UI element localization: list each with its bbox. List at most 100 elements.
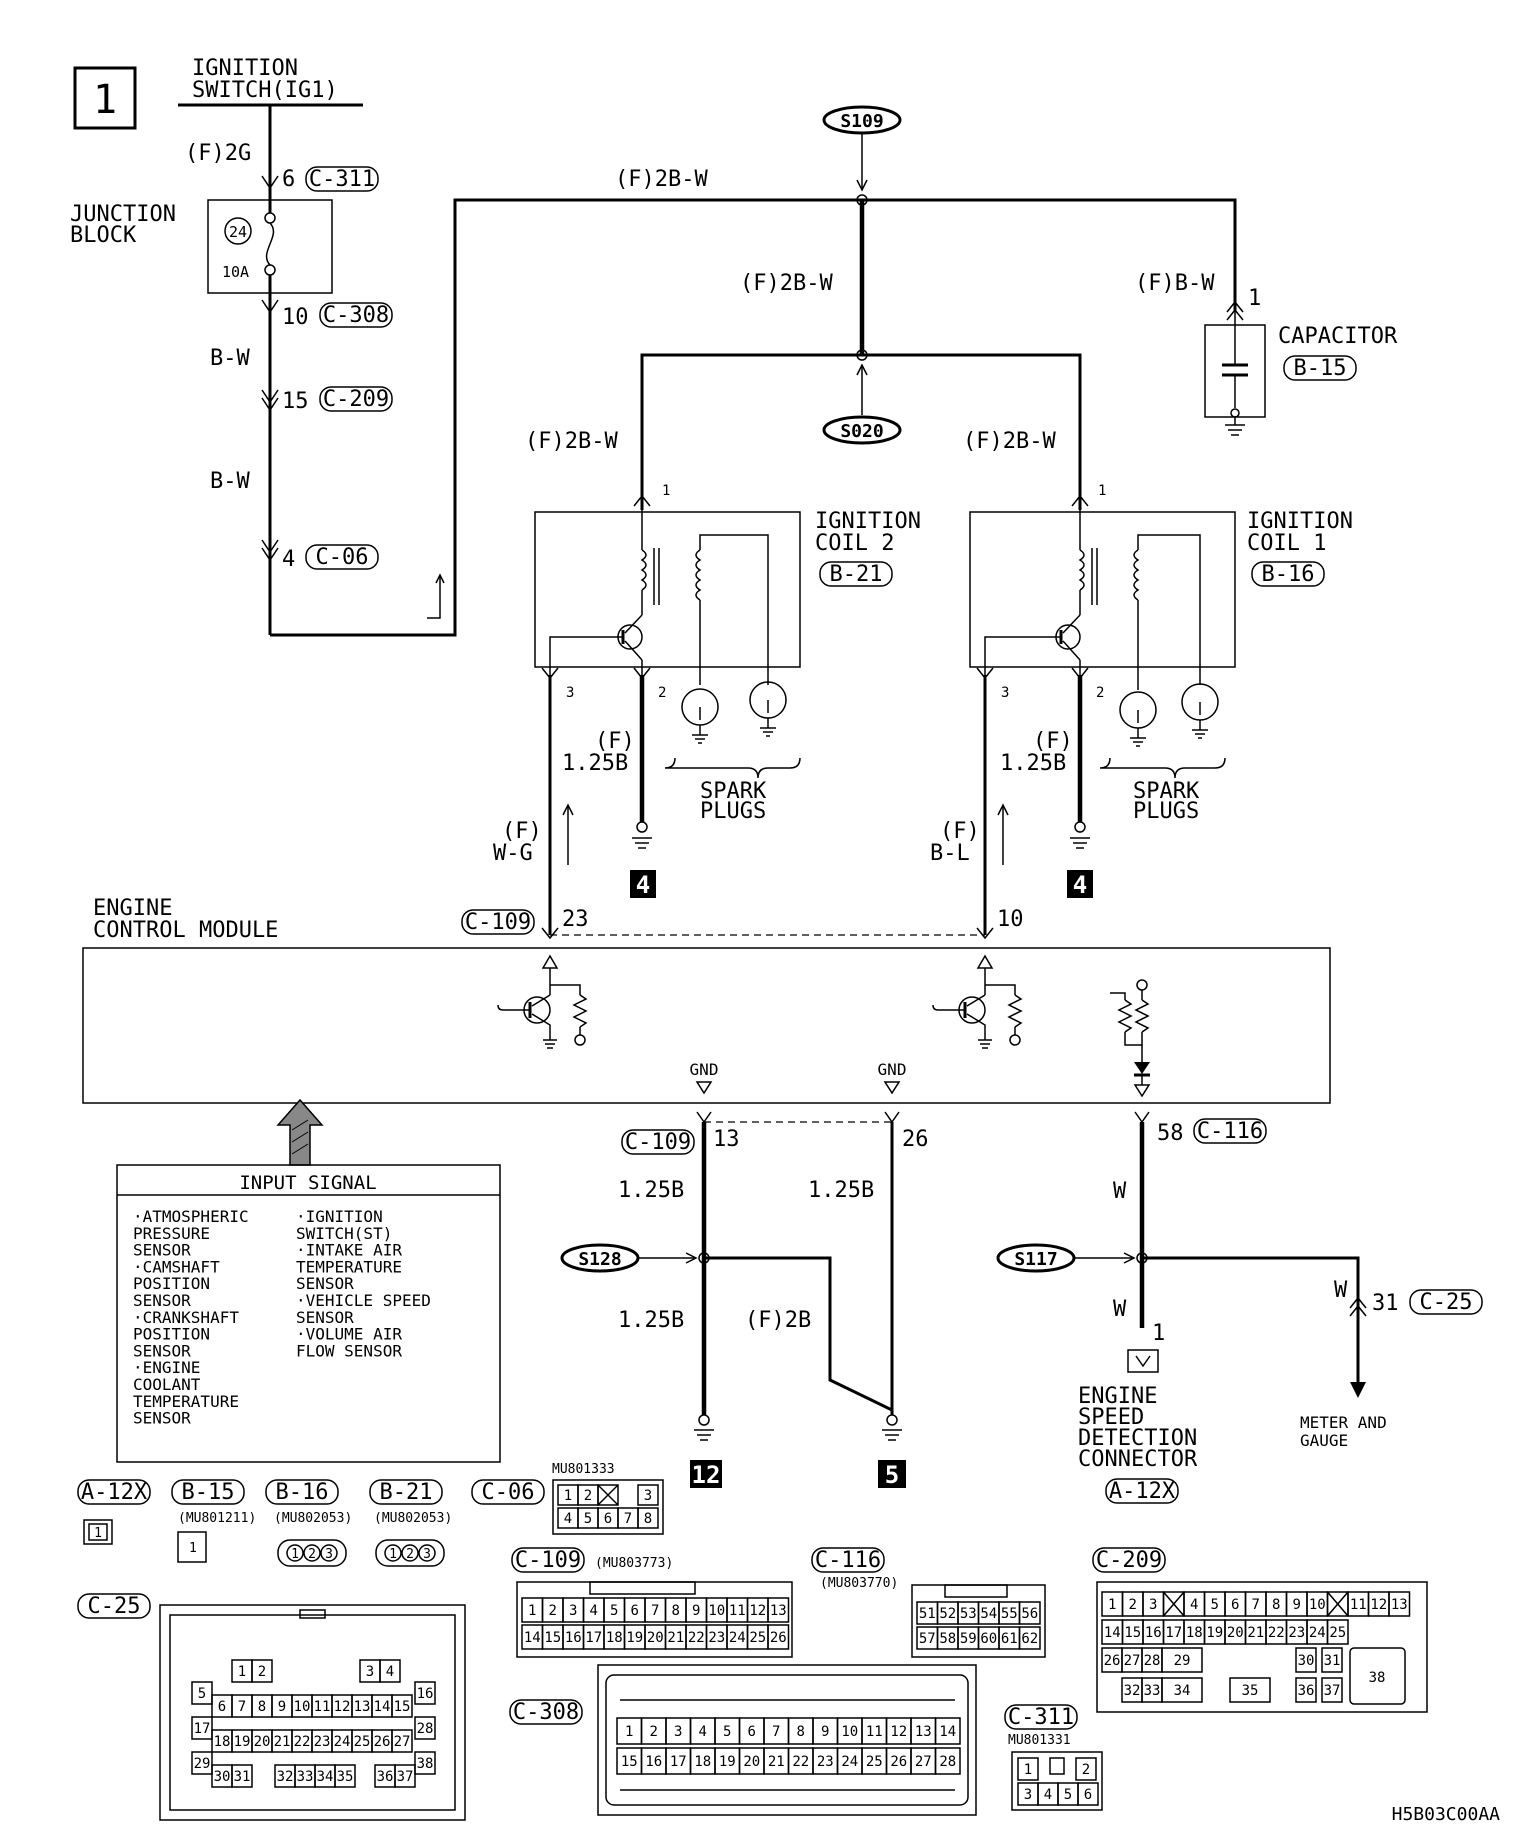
ecm-box xyxy=(82,947,1331,1104)
connector-label-b16: B-16 xyxy=(1262,562,1315,587)
wire-label-capacitor: (F)B-W xyxy=(1135,271,1215,296)
connector-label-c209: C-209 xyxy=(323,387,389,412)
connector-pin: 62 xyxy=(1021,1631,1038,1647)
connector-view-tag-b15 xyxy=(171,1479,245,1505)
connector-pin: 55 xyxy=(1001,1606,1018,1622)
ground-box-5-label: 5 xyxy=(885,1461,899,1489)
connector-pin: 26 xyxy=(770,1630,787,1646)
pin-cavity xyxy=(286,1544,304,1562)
ecm-internal-terminal xyxy=(976,954,994,969)
connector-pin: 22 xyxy=(792,1754,809,1770)
coil1-pin3: 3 xyxy=(1001,685,1009,701)
connector-pin-cavity xyxy=(1018,1601,1041,1625)
connector-pin: 23 xyxy=(817,1754,834,1770)
connector-pin: 14 xyxy=(374,1699,391,1715)
connector-pin: 3 xyxy=(1024,1787,1032,1803)
w-wire-label-3: W xyxy=(1334,1278,1348,1303)
connector-pin: 9 xyxy=(1293,1597,1301,1613)
connector-pin: 54 xyxy=(980,1606,997,1622)
input-signal-item: ·ENGINE xyxy=(133,1358,200,1377)
ground-icon xyxy=(543,1039,557,1049)
connector-view-c311-latch xyxy=(1049,1757,1065,1775)
connector-pin: 27 xyxy=(1124,1653,1141,1669)
engine-speed-label-4: CONNECTOR xyxy=(1078,1447,1198,1472)
connector-pin: 28 xyxy=(939,1754,956,1770)
connector-pin: 10 xyxy=(708,1603,725,1619)
input-signal-item: ·CAMSHAFT xyxy=(133,1257,220,1276)
connector-pin: 3 xyxy=(423,1547,431,1562)
connector-pin-cavity xyxy=(251,1659,273,1683)
connector-pin-cavity xyxy=(414,1751,436,1775)
connector-pin: 1 xyxy=(1024,1762,1032,1778)
connector-pin-cavity xyxy=(934,1717,961,1745)
connector-pin: 31 xyxy=(1324,1653,1341,1669)
ecm-internal-resistor xyxy=(1117,999,1133,1033)
connector-pin: 10 xyxy=(841,1724,858,1740)
connector-label-a12x: A-12X xyxy=(1109,1479,1176,1504)
ecm-pin-58: 58 xyxy=(1157,1121,1184,1146)
capacitor-ground-terminal xyxy=(1230,408,1240,418)
connector-pin-cavity xyxy=(1077,1782,1099,1806)
connector-pin: 29 xyxy=(1174,1653,1191,1669)
engine-speed-label-3: DETECTION xyxy=(1078,1426,1197,1451)
connector-pin-cavity xyxy=(191,1751,213,1775)
input-signal-item: ·VOLUME AIR xyxy=(296,1325,402,1344)
input-signal-item: FLOW SENSOR xyxy=(296,1341,402,1360)
connector-pin: 8 xyxy=(797,1724,805,1740)
spark-plugs-right-label-2: PLUGS xyxy=(1133,799,1199,824)
ground-terminal-5 xyxy=(886,1414,898,1426)
input-signal-item: SENSOR xyxy=(296,1274,354,1293)
connector-pin: 18 xyxy=(214,1734,231,1750)
connector-label-c308: C-308 xyxy=(323,303,389,328)
connector-pin: 18 xyxy=(694,1754,711,1770)
connector-tag-c109-bottom xyxy=(621,1129,695,1155)
connector-view-part-c116: (MU803770) xyxy=(820,1576,898,1591)
connector-pin: 12 xyxy=(1370,1597,1387,1613)
fuse-number: 24 xyxy=(229,223,247,241)
wire-label-f2g: (F)2G xyxy=(185,141,251,166)
connector-pin: 6 xyxy=(631,1603,639,1619)
connector-pin-cavity xyxy=(1295,1647,1317,1673)
input-signal-arrow-icon xyxy=(276,1098,324,1166)
connector-view-b21 xyxy=(375,1539,445,1567)
signal-wire-right-2: B-L xyxy=(930,841,970,866)
spark-plug-gaps xyxy=(1137,702,1201,723)
connector-pin: 21 xyxy=(768,1754,785,1770)
connector-view-name-b21: B-21 xyxy=(380,1480,433,1505)
connector-pin: 1 xyxy=(528,1603,536,1619)
coil2-secondary-lead-a xyxy=(699,534,769,685)
connector-pin-cavity xyxy=(597,1484,619,1506)
input-signal-item: POSITION xyxy=(133,1274,210,1293)
input-signal-item: SENSOR xyxy=(133,1241,191,1260)
connector-pin-cavity xyxy=(1075,1757,1097,1781)
connector-view-name-c25: C-25 xyxy=(88,1594,141,1619)
connector-pin: 18 xyxy=(1186,1625,1203,1641)
connector-view-tag-c109 xyxy=(511,1547,585,1573)
connector-tag-c308 xyxy=(319,302,393,328)
connector-pin: 1 xyxy=(564,1488,572,1504)
wire-to-meter xyxy=(1142,1256,1360,1385)
wire-top-bus xyxy=(270,198,1237,637)
connector-view-part-c311: MU801331 xyxy=(1008,1733,1071,1748)
connector-pin: 1 xyxy=(291,1547,299,1562)
wire-label-top-bus: (F)2B-W xyxy=(615,167,708,192)
ecm-internal-lead xyxy=(985,984,1016,995)
fuse-link xyxy=(265,222,275,266)
connector-pin: 25 xyxy=(749,1630,766,1646)
connector-pin: 4 xyxy=(1044,1787,1052,1803)
page-number-box xyxy=(73,66,137,130)
connector-pin: 16 xyxy=(1145,1625,1162,1641)
connector-view-name-c06: C-06 xyxy=(482,1480,535,1505)
connector-pin-cavity xyxy=(1349,1647,1406,1705)
connector-view-c308 xyxy=(597,1664,977,1816)
ecm-gnd-terminal xyxy=(883,1081,901,1095)
connector-pin: 4 xyxy=(590,1603,598,1619)
connector-pin: 1 xyxy=(238,1664,246,1680)
connector-pin: 24 xyxy=(1309,1625,1326,1641)
connector-pin: 29 xyxy=(194,1756,211,1772)
connector-view-name-c209: C-209 xyxy=(1096,1548,1162,1573)
pin-cavity xyxy=(320,1544,338,1562)
connector-pin: 24 xyxy=(841,1754,858,1770)
